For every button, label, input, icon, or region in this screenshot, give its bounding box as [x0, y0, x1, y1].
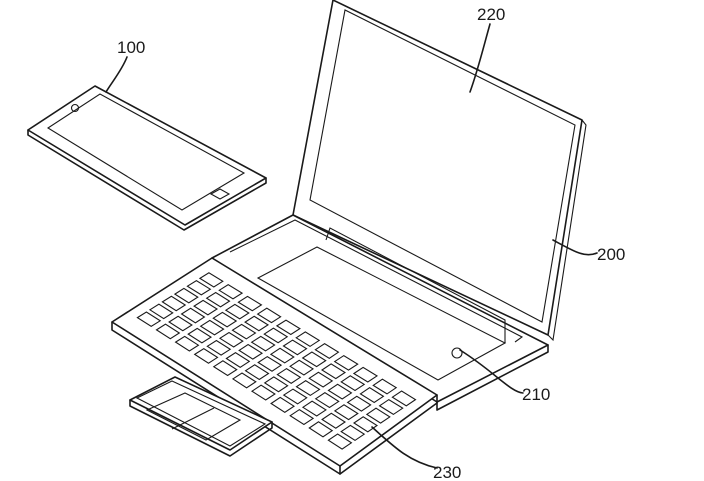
keyboard-key — [186, 279, 212, 296]
keyboard-key — [263, 376, 289, 393]
keyboard-key — [198, 272, 224, 288]
keyboard-key — [346, 395, 372, 412]
keyboard-key — [270, 396, 296, 413]
keyboard-key — [321, 412, 347, 429]
keyboard-key — [212, 360, 238, 377]
keyboard-key — [352, 416, 379, 433]
keyboard-key — [327, 383, 353, 400]
keyboard-key — [218, 283, 244, 300]
keyboard-key — [250, 335, 276, 352]
key-grid — [136, 272, 417, 450]
keyboard-key — [244, 315, 270, 332]
keyboard-key — [314, 392, 340, 409]
keyboard-key — [205, 291, 231, 308]
keyboard-key — [187, 327, 213, 344]
keyboard-key — [295, 331, 321, 348]
keyboard-key — [237, 295, 263, 312]
keyboard-key — [257, 355, 283, 372]
keyboard-key — [314, 343, 340, 359]
keyboard-key — [225, 352, 251, 368]
keyboard-key — [276, 367, 302, 384]
keyboard-key — [256, 307, 282, 324]
touchpad — [129, 376, 273, 457]
smartphone — [27, 85, 267, 231]
dock-connector-icon — [451, 347, 463, 359]
keyboard-key — [218, 331, 244, 348]
keyboard-key — [359, 387, 385, 404]
keyboard-key — [148, 303, 174, 320]
label-laptop: 200 — [597, 245, 625, 264]
label-keyboard: 230 — [433, 463, 461, 481]
leader-lines — [105, 23, 598, 469]
keyboard-key — [244, 364, 270, 381]
label-screen: 220 — [477, 5, 505, 24]
keyboard — [111, 257, 438, 475]
keyboard-key — [269, 347, 295, 364]
keyboard-key — [193, 347, 219, 364]
keyboard-key — [340, 424, 366, 442]
keyboard-key — [263, 327, 289, 344]
keyboard-key — [155, 323, 181, 340]
laptop-base — [211, 214, 549, 411]
label-phone: 100 — [117, 38, 145, 57]
keyboard-key — [308, 421, 334, 438]
keyboard-key — [282, 388, 308, 405]
keyboard-key — [372, 378, 398, 395]
keyboard-key — [173, 287, 199, 304]
keyboard-key — [212, 311, 238, 328]
touchpad-surface — [145, 392, 242, 441]
keyboard-key — [238, 343, 264, 360]
keyboard-key — [193, 299, 219, 316]
keyboard-key — [231, 323, 257, 340]
display-area — [309, 9, 576, 323]
phone-home-button — [209, 188, 231, 200]
label-dock-slot: 210 — [522, 385, 550, 404]
keyboard-key — [199, 319, 225, 336]
keyboard-key — [378, 398, 404, 416]
keyboard-key — [289, 408, 315, 426]
keyboard-key — [174, 335, 200, 352]
keyboard-key — [340, 375, 366, 392]
keyboard-key — [289, 359, 315, 376]
keyboard-key — [352, 366, 379, 383]
keyboard-key — [333, 404, 359, 421]
keyboard-key — [206, 339, 232, 356]
phone-camera-icon — [70, 103, 80, 113]
keyboard-key — [301, 400, 327, 417]
keyboard-key — [308, 371, 334, 388]
keyboard-key — [391, 390, 417, 407]
keyboard-key — [250, 384, 276, 401]
keyboard-key — [168, 315, 193, 332]
keyboard-key — [136, 311, 162, 328]
keyboard-key — [327, 433, 353, 450]
keyboard-key — [320, 363, 347, 380]
keyboard-key — [231, 372, 257, 389]
laptop-screen — [292, 0, 587, 342]
keyboard-key — [161, 295, 187, 312]
keyboard-key — [224, 303, 250, 320]
keyboard-key — [333, 354, 359, 371]
keyboard-key — [282, 339, 308, 356]
keyboard-key — [301, 351, 327, 368]
keyboard-key — [180, 307, 206, 324]
keyboard-key — [365, 407, 391, 424]
keyboard-key — [275, 319, 301, 336]
keyboard-key — [295, 380, 321, 397]
